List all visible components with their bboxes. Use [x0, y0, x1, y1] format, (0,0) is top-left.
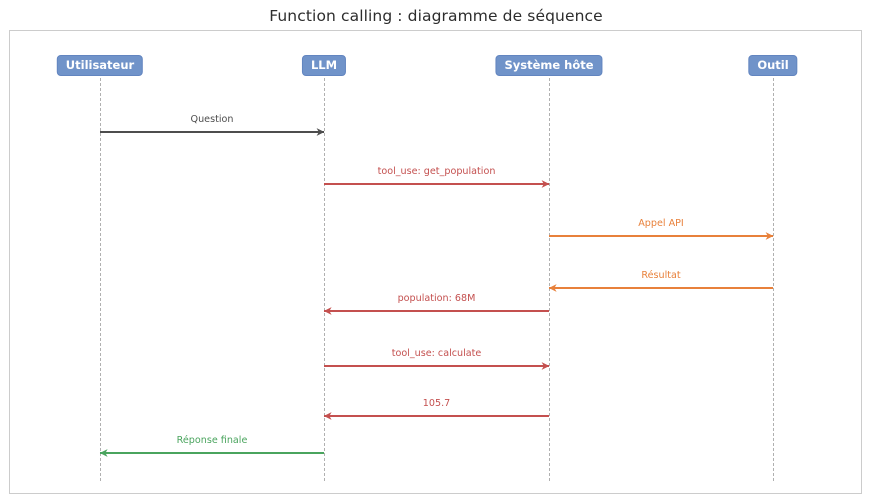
message-label-resultat: Résultat — [641, 270, 681, 281]
lifeline-outil — [773, 78, 774, 481]
message-label-reponse-finale: Réponse finale — [176, 435, 248, 446]
message-label-resultat-105-7: 105.7 — [422, 398, 451, 409]
participant-systeme-hote[interactable]: Système hôte — [495, 55, 603, 76]
message-label-tool-use-get-population: tool_use: get_population — [377, 166, 496, 177]
lifeline-systeme-hote — [549, 78, 550, 481]
message-label-tool-use-calculate: tool_use: calculate — [391, 348, 482, 359]
page-title: Function calling : diagramme de séquence — [269, 7, 603, 25]
diagram-frame — [9, 30, 862, 494]
message-label-population-68m: population: 68M — [397, 293, 476, 304]
participant-utilisateur[interactable]: Utilisateur — [56, 55, 144, 76]
message-label-appel-api: Appel API — [638, 218, 684, 229]
lifeline-utilisateur — [100, 78, 101, 481]
message-label-question: Question — [190, 114, 234, 125]
participant-outil[interactable]: Outil — [748, 55, 798, 76]
lifeline-llm — [324, 78, 325, 481]
participant-llm[interactable]: LLM — [301, 55, 347, 76]
